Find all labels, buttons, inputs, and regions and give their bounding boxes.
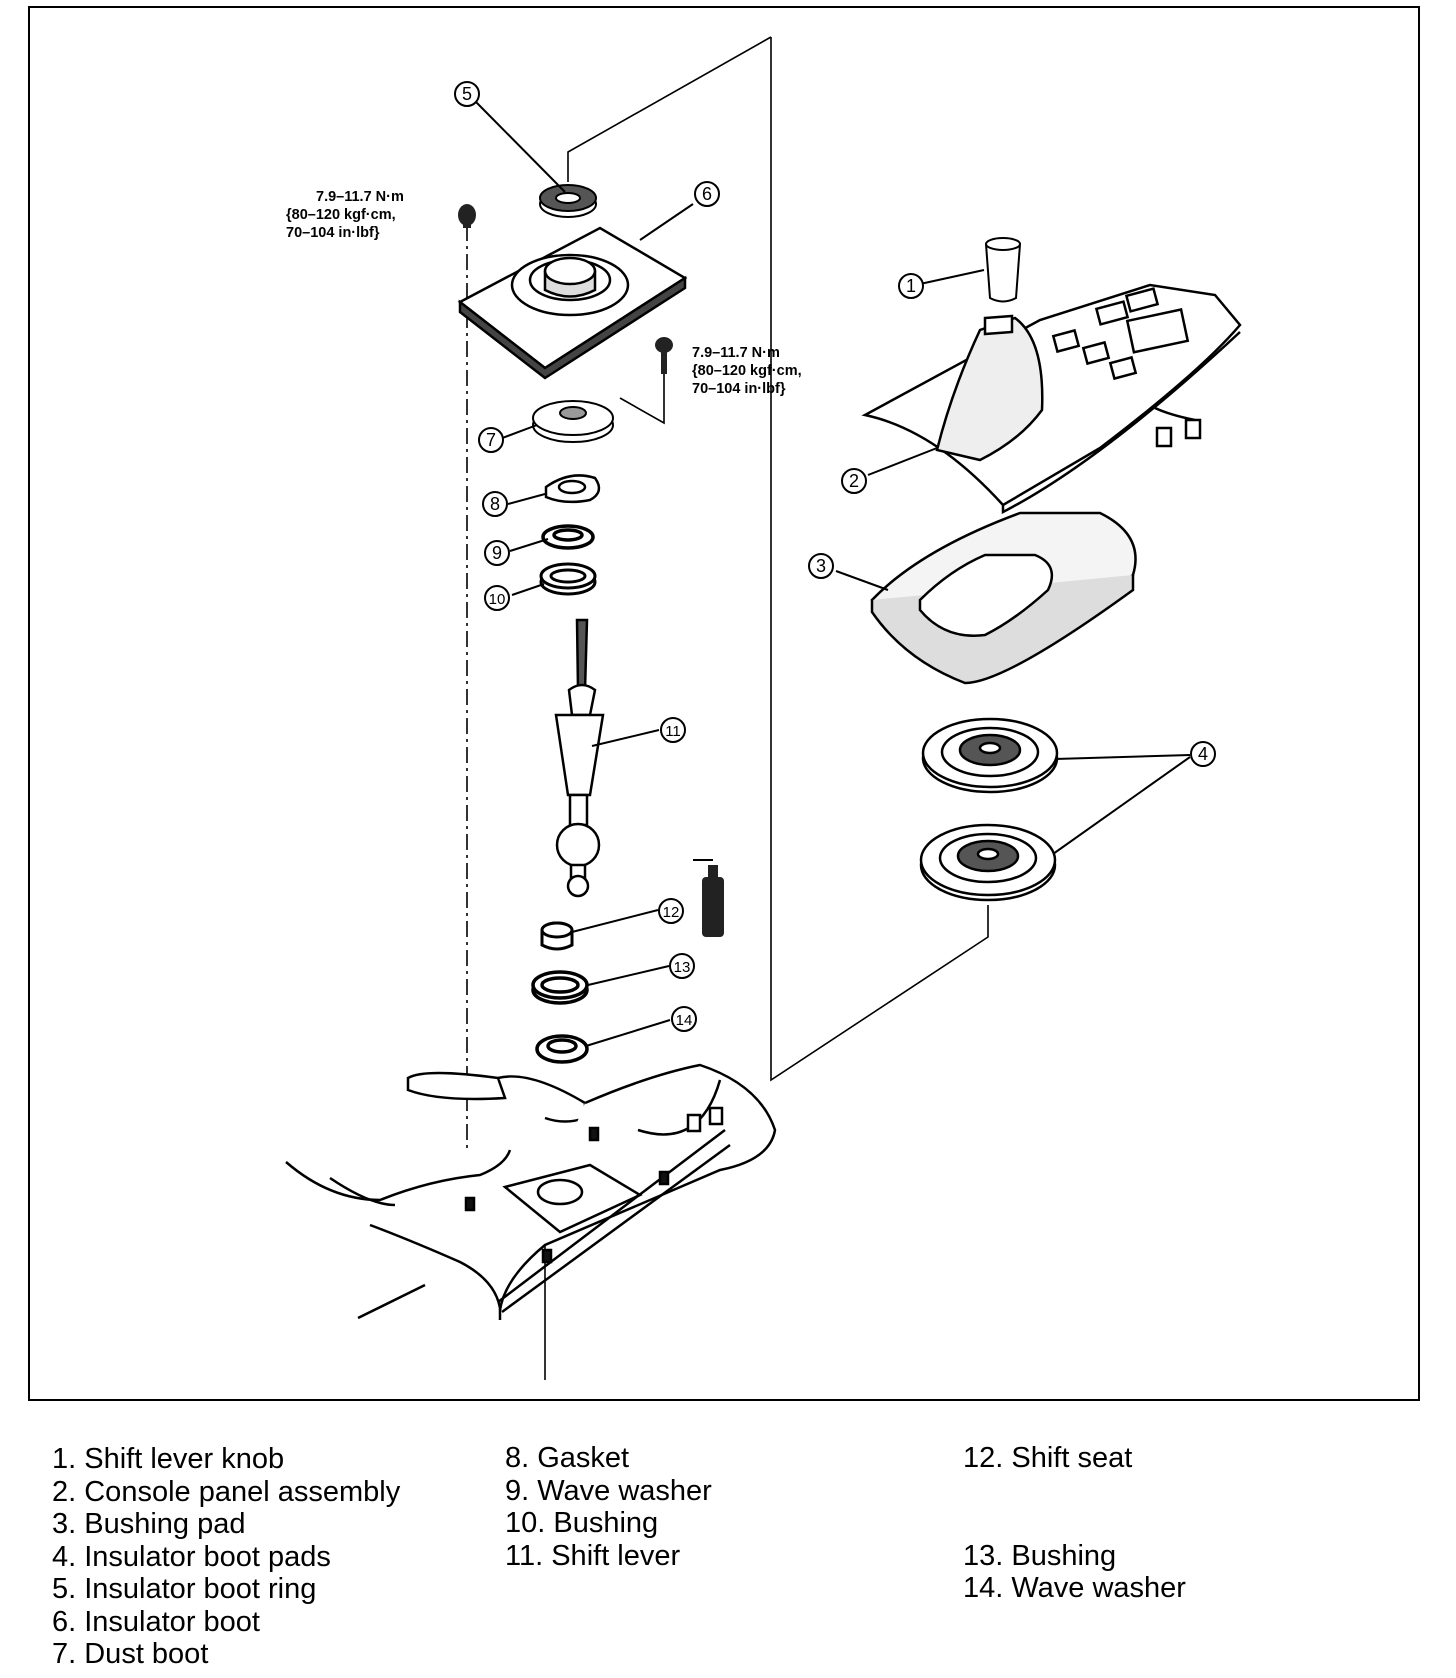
legend-item-12: 12. Shift seat <box>963 1442 1133 1474</box>
callout-6: 6 <box>702 184 712 204</box>
legend-item-8: 8. Gasket <box>505 1442 630 1474</box>
bushing-pad-part <box>870 511 1137 685</box>
legend-item-2: 2. Console panel assembly <box>52 1475 401 1508</box>
insulator-boot-part <box>457 226 688 380</box>
legend-spacer <box>963 1475 1186 1508</box>
exploded-parts-diagram: 7.9–11.7 N·m {80–120 kgf·cm, 70–104 in·l… <box>28 6 1420 1401</box>
callout-5: 5 <box>462 84 472 104</box>
wave-washer-part-14 <box>535 1034 589 1064</box>
legend-item-10: 10. Bushing <box>505 1507 659 1539</box>
floor-tunnel-part <box>285 1063 777 1320</box>
shift-lever-knob-part <box>984 237 1022 303</box>
legend-item-13: 13. Bushing <box>963 1539 1117 1572</box>
bushing-part-13 <box>531 970 589 1005</box>
legend-item-6: 6. Insulator boot <box>52 1605 260 1638</box>
legend-item-1: 1. Shift lever knob <box>52 1443 285 1475</box>
legend-item-9: 9. Wave washer <box>505 1474 712 1507</box>
legend-item-5: 5. Insulator boot ring <box>52 1573 317 1605</box>
bushing-part-10 <box>539 562 597 596</box>
callout-14: 14 <box>676 1012 693 1029</box>
gasket-part <box>544 474 601 504</box>
console-panel-assembly-part <box>861 283 1242 515</box>
parts-legend-column-3: 12. Shift seat 13. Bushing 14. Wave wash… <box>963 1442 1186 1605</box>
callout-9: 9 <box>492 543 502 563</box>
callout-4: 4 <box>1198 744 1208 764</box>
screw-icon <box>655 337 673 374</box>
callout-2: 2 <box>849 471 859 491</box>
grease-tube-icon <box>693 859 724 937</box>
callout-leaders <box>475 101 1191 1047</box>
insulator-boot-pads-part <box>919 717 1059 902</box>
legend-item-3: 3. Bushing pad <box>52 1508 246 1540</box>
callout-7: 7 <box>486 430 496 450</box>
callout-3: 3 <box>816 556 826 576</box>
torque-spec-2: 7.9–11.7 N·m {80–120 kgf·cm, 70–104 in·l… <box>692 345 806 397</box>
callout-12: 12 <box>663 904 680 921</box>
legend-item-11: 11. Shift lever <box>505 1539 681 1572</box>
callout-numbers: 5 6 1 2 3 4 7 8 9 10 11 12 13 14 <box>462 84 1208 1029</box>
parts-legend-column-2: 8. Gasket 9. Wave washer 10. Bushing 11.… <box>505 1442 712 1572</box>
callout-13: 13 <box>674 959 691 976</box>
wave-washer-part-9 <box>541 524 595 550</box>
insulator-boot-ring-part <box>539 184 597 218</box>
callout-11: 11 <box>665 723 681 740</box>
parts-legend-column-1: 1. Shift lever knob 2. Console panel ass… <box>52 1443 400 1671</box>
bolt-icon <box>458 204 476 228</box>
dust-boot-part <box>532 400 614 443</box>
legend-item-7: 7. Dust boot <box>52 1638 209 1670</box>
torque-spec-1: 7.9–11.7 N·m {80–120 kgf·cm, 70–104 in·l… <box>286 189 408 241</box>
callout-8: 8 <box>490 494 500 514</box>
legend-item-14: 14. Wave washer <box>963 1572 1186 1604</box>
callout-circles <box>454 81 1216 1032</box>
legend-spacer <box>963 1507 1186 1540</box>
callout-10: 10 <box>489 591 506 608</box>
legend-item-4: 4. Insulator boot pads <box>52 1540 331 1573</box>
callout-1: 1 <box>906 276 916 296</box>
diagram-frame <box>28 6 1420 1401</box>
shift-seat-part <box>540 921 574 951</box>
shift-lever-part <box>554 618 605 898</box>
